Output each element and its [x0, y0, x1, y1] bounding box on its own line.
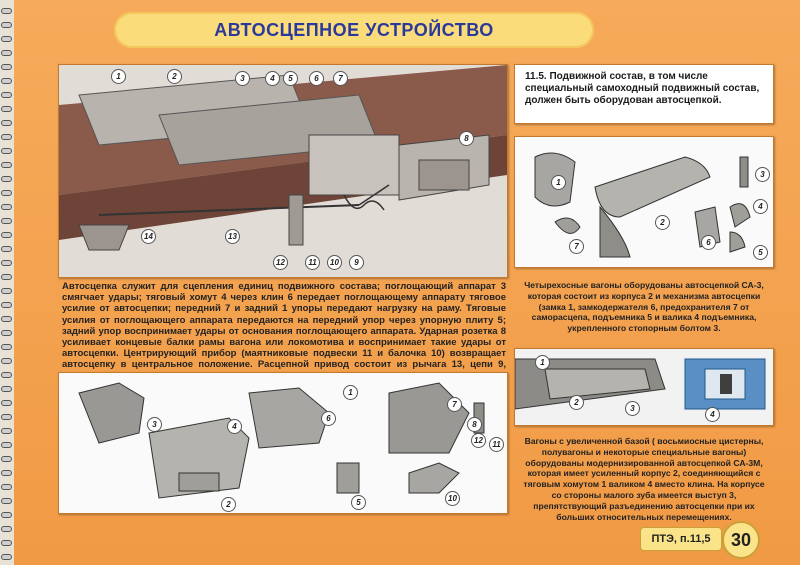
- spiral-ring: [1, 302, 12, 308]
- title-banner: АВТОСЦЕПНОЕ УСТРОЙСТВО: [114, 12, 594, 48]
- callout-2: 2: [167, 69, 182, 84]
- callout-3: 3: [235, 71, 250, 86]
- spiral-ring: [1, 470, 12, 476]
- callout-8: 8: [459, 131, 474, 146]
- sa3-callout-2: 2: [655, 215, 670, 230]
- spiral-binding: [0, 0, 14, 565]
- spiral-ring: [1, 78, 12, 84]
- coupler-assembly-illustration: 1 2 3 4 5 6 7 8 14 13 12 11 10 9: [58, 64, 508, 278]
- part-callout-11: 11: [489, 437, 504, 452]
- callout-6: 6: [309, 71, 324, 86]
- sa3-parts-illustration: 1 2 3 4 5 6 7: [514, 136, 774, 268]
- spiral-ring: [1, 358, 12, 364]
- spiral-ring: [1, 134, 12, 140]
- spiral-ring: [1, 372, 12, 378]
- spiral-ring: [1, 92, 12, 98]
- sa3-callout-1: 1: [551, 175, 566, 190]
- sa3-drawing: [534, 152, 751, 258]
- rule-box: 11.5. Подвижной состав, в том числе спец…: [514, 64, 774, 124]
- callout-1: 1: [111, 69, 126, 84]
- spiral-ring: [1, 540, 12, 546]
- spiral-ring: [1, 36, 12, 42]
- page-number: 30: [722, 521, 760, 559]
- spiral-ring: [1, 162, 12, 168]
- part-callout-5: 5: [351, 495, 366, 510]
- part-callout-2: 2: [221, 497, 236, 512]
- coupler-parts-illustration: 3 4 2 6 1 7 8 12 11 5 10: [58, 372, 508, 514]
- reference-badge: ПТЭ, п.11,5: [640, 527, 722, 551]
- page: АВТОСЦЕПНОЕ УСТРОЙСТВО 1 2 3 4 5 6 7 8 1…: [14, 0, 800, 565]
- part-callout-8: 8: [467, 417, 482, 432]
- callout-4: 4: [265, 71, 280, 86]
- page-number-text: 30: [730, 530, 752, 550]
- spiral-ring: [1, 120, 12, 126]
- part-callout-4: 4: [227, 419, 242, 434]
- part-callout-1: 1: [343, 385, 358, 400]
- sa3m-illustration: 1 2 3 4: [514, 348, 774, 426]
- part-callout-3: 3: [147, 417, 162, 432]
- sa3-callout-4: 4: [753, 199, 768, 214]
- spiral-ring: [1, 232, 12, 238]
- sa3-callout-6: 6: [701, 235, 716, 250]
- sa3-description: Четырехосные вагоны оборудованы автосцеп…: [524, 280, 764, 334]
- spiral-ring: [1, 414, 12, 420]
- spiral-ring: [1, 246, 12, 252]
- callout-13: 13: [225, 229, 240, 244]
- sa3m-description: Вагоны с увеличенной базой ( восьмиосные…: [523, 436, 765, 522]
- spiral-ring: [1, 344, 12, 350]
- spiral-ring: [1, 106, 12, 112]
- part-callout-7: 7: [447, 397, 462, 412]
- spiral-ring: [1, 456, 12, 462]
- sa3m-callout-2: 2: [569, 395, 584, 410]
- callout-11: 11: [305, 255, 320, 270]
- spiral-ring: [1, 428, 12, 434]
- part-callout-12: 12: [471, 433, 486, 448]
- spiral-ring: [1, 64, 12, 70]
- spiral-ring: [1, 442, 12, 448]
- spiral-ring: [1, 512, 12, 518]
- spiral-ring: [1, 330, 12, 336]
- spiral-ring: [1, 218, 12, 224]
- rule-text: 11.5. Подвижной состав, в том числе спец…: [525, 71, 760, 106]
- callout-10: 10: [327, 255, 342, 270]
- sa3m-callout-3: 3: [625, 401, 640, 416]
- spiral-ring: [1, 554, 12, 560]
- reference-text: ПТЭ, п.11,5: [651, 533, 711, 545]
- sa3m-callout-4: 4: [705, 407, 720, 422]
- spiral-ring: [1, 8, 12, 14]
- parts-drawing: [78, 382, 485, 499]
- part-callout-10: 10: [445, 491, 460, 506]
- spiral-ring: [1, 148, 12, 154]
- spiral-ring: [1, 386, 12, 392]
- spiral-ring: [1, 260, 12, 266]
- callout-9: 9: [349, 255, 364, 270]
- spiral-ring: [1, 190, 12, 196]
- spiral-ring: [1, 204, 12, 210]
- spiral-ring: [1, 316, 12, 322]
- spiral-ring: [1, 400, 12, 406]
- sa3-callout-5: 5: [753, 245, 768, 260]
- spiral-ring: [1, 176, 12, 182]
- part-callout-6: 6: [321, 411, 336, 426]
- spiral-ring: [1, 50, 12, 56]
- spiral-ring: [1, 22, 12, 28]
- sa3-callout-3: 3: [755, 167, 770, 182]
- sa3-callout-7: 7: [569, 239, 584, 254]
- page-title: АВТОСЦЕПНОЕ УСТРОЙСТВО: [214, 20, 494, 40]
- spiral-ring: [1, 498, 12, 504]
- sa3m-callout-1: 1: [535, 355, 550, 370]
- callout-5: 5: [283, 71, 298, 86]
- spiral-ring: [1, 288, 12, 294]
- callout-14: 14: [141, 229, 156, 244]
- callout-7: 7: [333, 71, 348, 86]
- spiral-ring: [1, 526, 12, 532]
- sa3m-drawing: [515, 358, 766, 410]
- coupler-assembly-drawing: [59, 65, 507, 277]
- spiral-ring: [1, 484, 12, 490]
- spiral-ring: [1, 274, 12, 280]
- callout-12: 12: [273, 255, 288, 270]
